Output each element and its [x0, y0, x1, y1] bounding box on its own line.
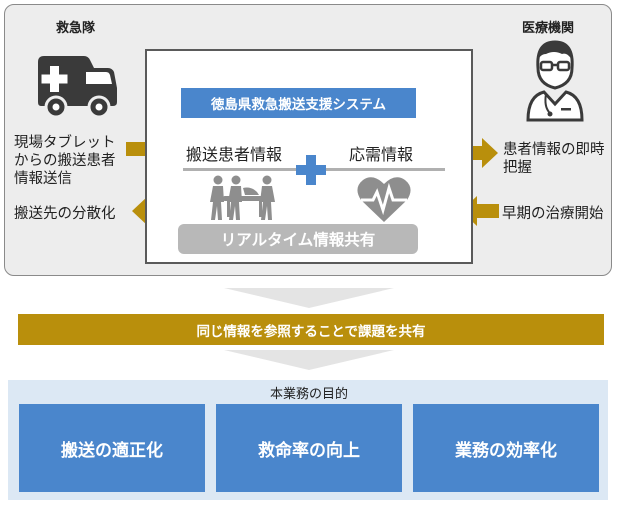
realtime-sharing-bar: リアルタイム情報共有 — [178, 224, 418, 254]
doctor-icon — [526, 40, 584, 122]
shared-issue-banner: 同じ情報を参照することで課題を共有 — [18, 314, 604, 345]
hospital-grasp-text: 患者情報の即時 把握 — [503, 141, 605, 177]
stretcher-transport-icon — [210, 175, 275, 220]
purpose-efficiency: 業務の効率化 — [413, 404, 599, 492]
down-chevron-icon — [224, 350, 394, 370]
down-chevron-icon — [224, 288, 394, 308]
ems-title: 救急隊 — [56, 21, 96, 36]
hospital-grasp-line-2: 把握 — [503, 160, 532, 176]
ems-send-line-2: からの搬送患者 — [14, 153, 116, 169]
ems-send-text: 現場タブレット からの搬送患者 情報送信 — [14, 134, 116, 188]
purpose-survival-rate: 救命率の向上 — [216, 404, 402, 492]
transport-info-head: 搬送患者情報 — [186, 145, 283, 164]
ambulance-icon — [38, 56, 117, 118]
divider-right — [325, 168, 445, 171]
arrow-right-icon — [460, 138, 498, 168]
hospital-grasp-line-1: 患者情報の即時 — [503, 142, 605, 158]
acceptance-info-head: 応需情報 — [349, 145, 414, 164]
hospital-treatment-text: 早期の治療開始 — [502, 206, 604, 222]
ems-send-line-1: 現場タブレット — [14, 135, 116, 151]
hospital-title: 医療機関 — [522, 21, 575, 36]
divider-left — [183, 168, 305, 171]
purpose-title: 本業務の目的 — [269, 387, 348, 402]
ems-distribute-text: 搬送先の分散化 — [14, 206, 116, 222]
heartbeat-icon — [357, 177, 411, 222]
ems-send-line-3: 情報送信 — [14, 171, 72, 187]
system-title: 徳島県救急搬送支援システム — [181, 88, 416, 118]
purpose-transport-optimization: 搬送の適正化 — [19, 404, 205, 492]
plus-icon — [296, 155, 326, 185]
